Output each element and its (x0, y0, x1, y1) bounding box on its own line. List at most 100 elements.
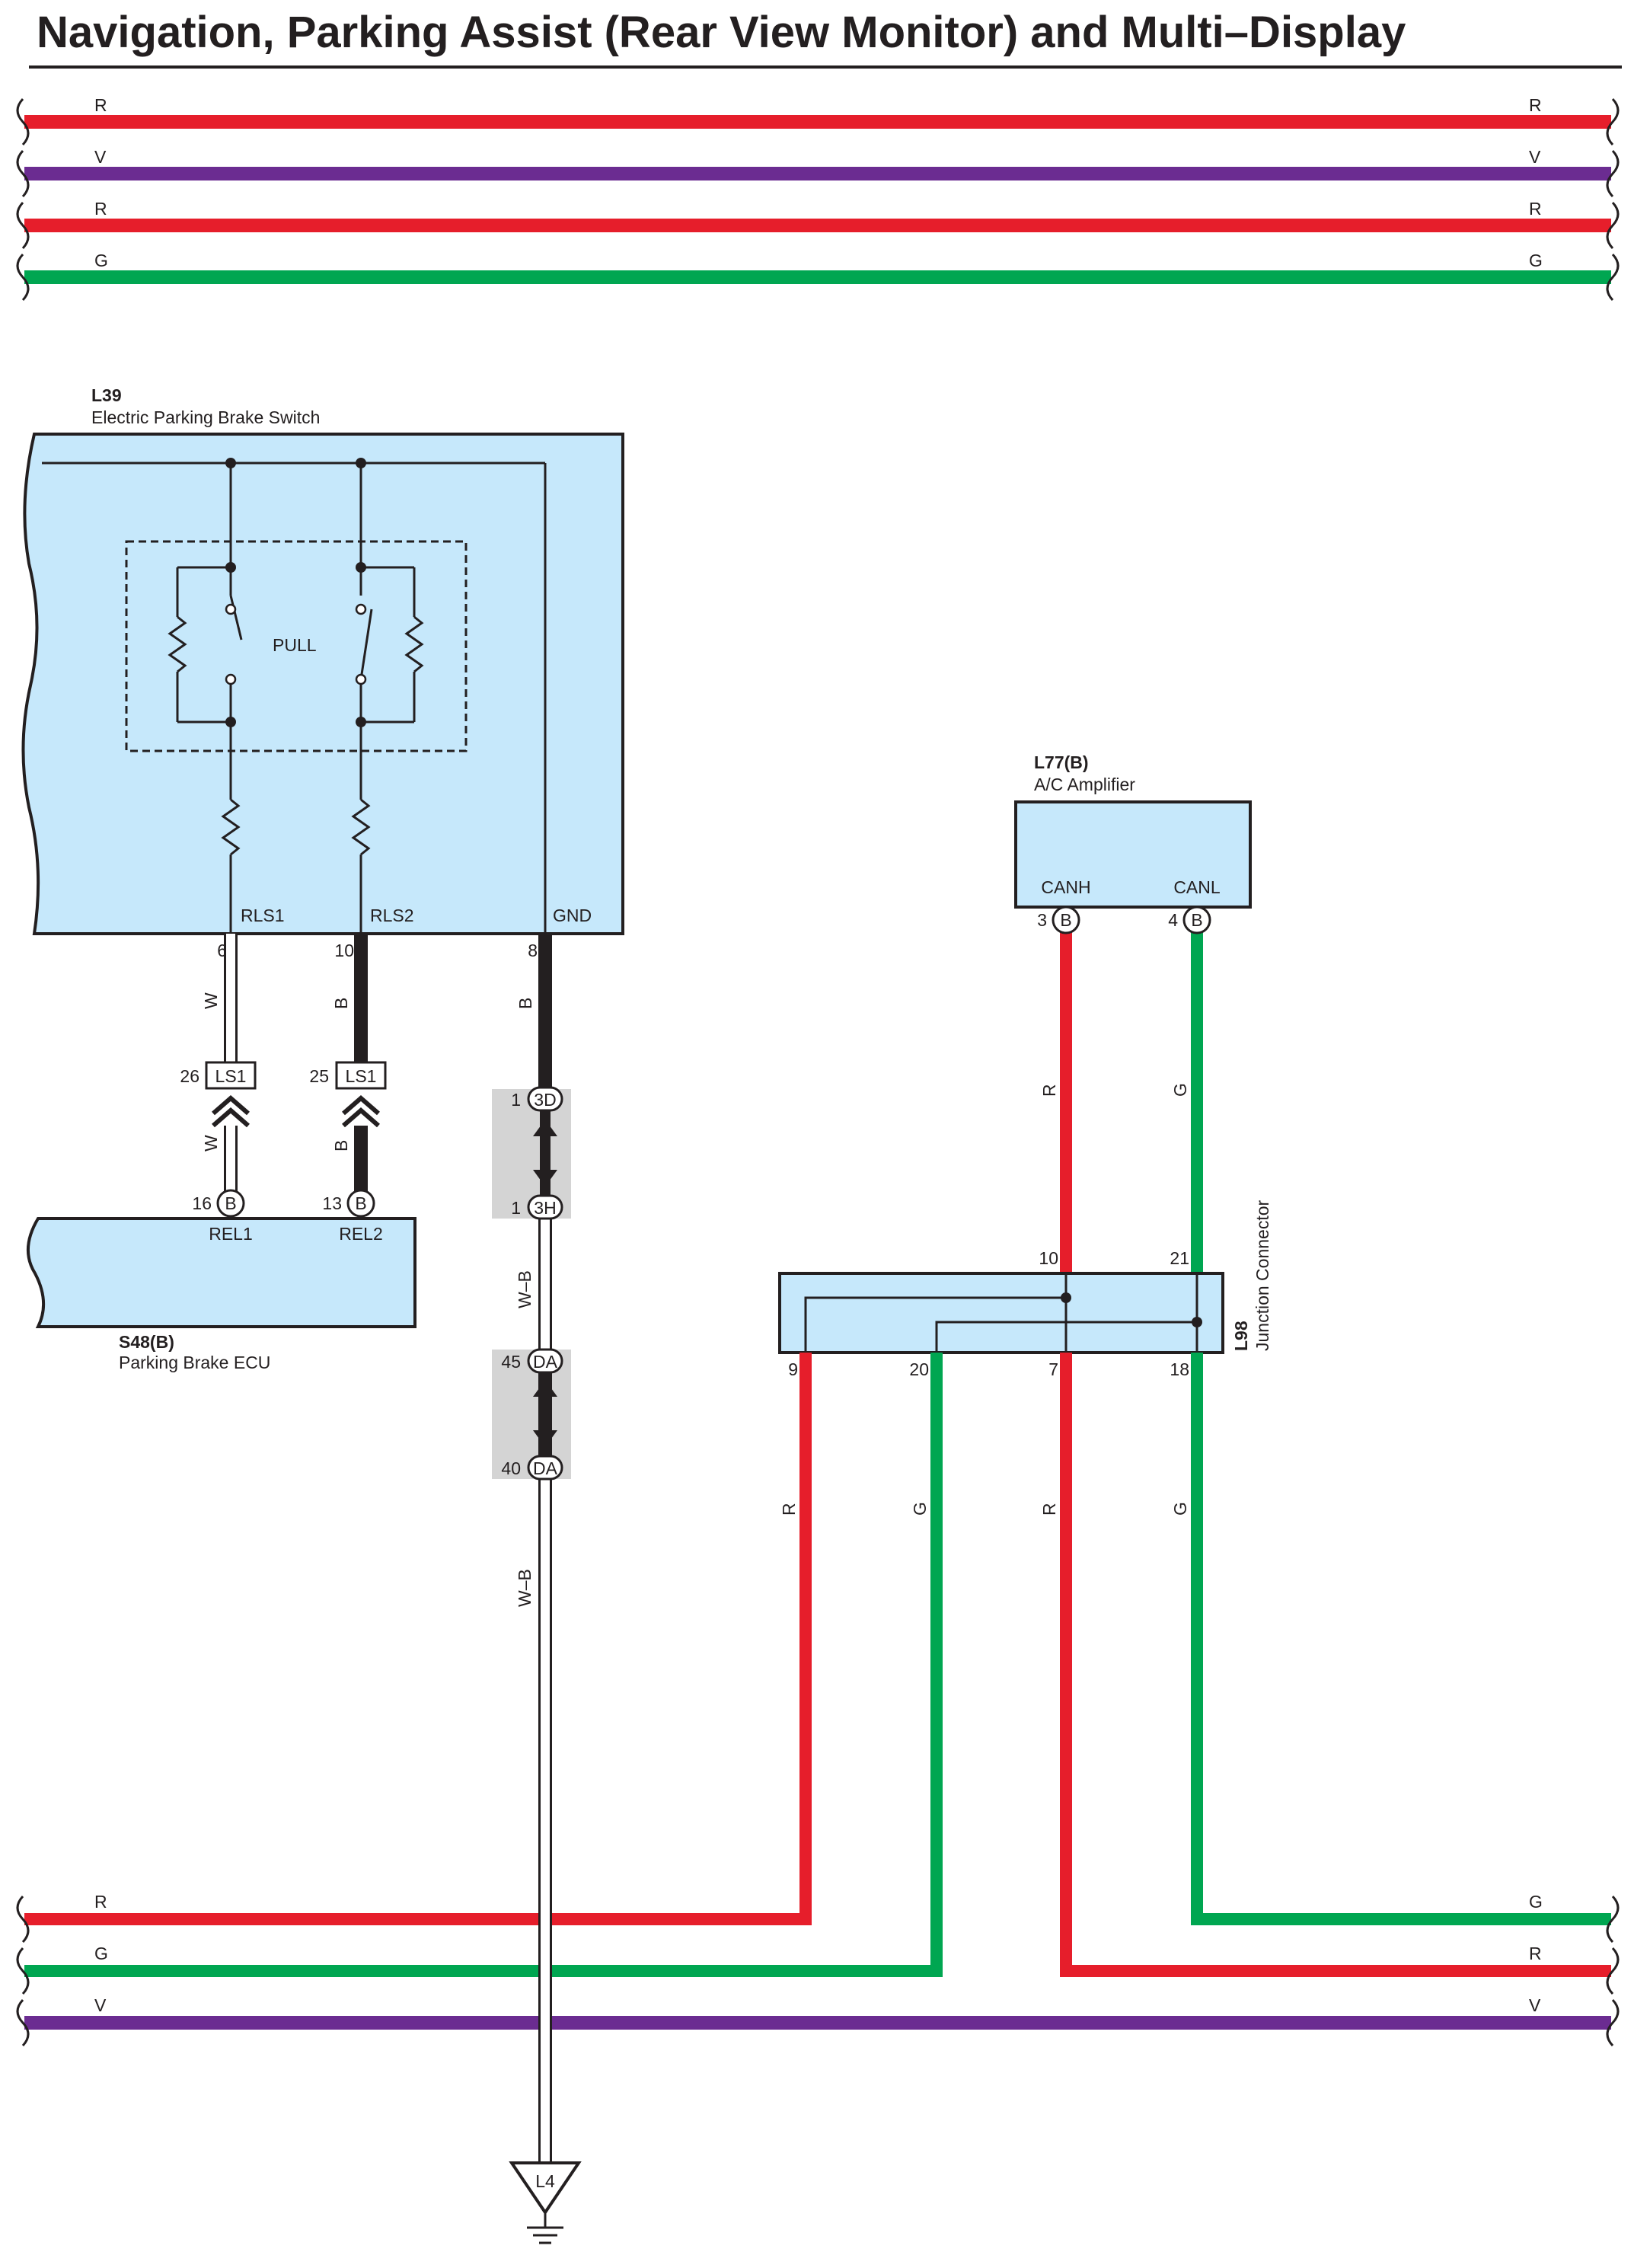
top-bus-wire-1-right-label: R (1529, 95, 1542, 115)
l77-connector-pins: B 3 B 4 (1037, 906, 1211, 934)
joint-3d-code: 3D (534, 1090, 556, 1110)
joint-da-top-pin: 45 (501, 1352, 521, 1372)
top-bus-wire-4-right-label: G (1529, 251, 1543, 270)
bottom-bus-right-bracket (1606, 1895, 1620, 2047)
l77-ac-amplifier: L77(B) A/C Amplifier CANH CANL (1014, 752, 1252, 909)
l98-pin-7: 7 (1048, 1359, 1058, 1379)
ls1-connector-26: LS1 26 W (180, 1061, 257, 1196)
l39-contact-circles (225, 603, 367, 685)
joint-3h-pin: 1 (511, 1198, 521, 1218)
joint-3h-code: 3H (534, 1198, 556, 1218)
top-bus-wire-3-left-label: R (94, 199, 107, 219)
l77-name: A/C Amplifier (1034, 775, 1135, 794)
joint-da-bottom-code: DA (533, 1458, 558, 1478)
gnd-wire-color: B (515, 998, 535, 1009)
l98-name: Junction Connector (1253, 1199, 1272, 1351)
s48-connector-b-2: B (355, 1193, 366, 1213)
l98-wire-18: G (1170, 1353, 1611, 1925)
ground-code: L4 (535, 2171, 555, 2191)
s48-name: Parking Brake ECU (119, 1353, 270, 1372)
l39-name: Electric Parking Brake Switch (91, 407, 320, 427)
rls2-wire-color: B (331, 998, 351, 1009)
top-bus-wire-4: G G (24, 251, 1611, 284)
l98-pin-10: 10 (1039, 1248, 1058, 1268)
l98-wire-7: R (1039, 1353, 1611, 1977)
l98-code: L98 (1231, 1321, 1251, 1351)
canh-wire: R (1039, 920, 1072, 1273)
s48-code: S48(B) (119, 1332, 174, 1352)
ground-wire-chain: W–B W–B 3D 1 3H 1 DA 45 DA 40 L4 (492, 1086, 582, 2244)
top-bus-wire-3: R R (24, 199, 1611, 232)
joint-3d-pin: 1 (511, 1090, 521, 1110)
l98-wire-9-color: R (779, 1503, 799, 1516)
l39-terminal-rls2: RLS2 (370, 906, 414, 925)
ground-symbol-l4: L4 (509, 2161, 582, 2244)
s48-pin-16: 16 (192, 1193, 212, 1213)
bottom-bus-wire-3-left-label: V (94, 1995, 107, 2015)
ground-wire-color-1: W–B (515, 1270, 535, 1308)
ls1-lower-wire-color-1: W (201, 1135, 221, 1152)
l98-wire-20: G (24, 1353, 943, 1977)
rls1-wire: 6 W (201, 934, 238, 1062)
bottom-bus-left-bracket (16, 1895, 30, 2047)
top-bus-wire-1-left-label: R (94, 95, 107, 115)
l98-internal-wiring (804, 1273, 1198, 1353)
l39-pin-10: 10 (334, 941, 354, 960)
gnd-wire-upper: 8 B (515, 934, 552, 1091)
l98-pin-9: 9 (788, 1359, 798, 1379)
s48-terminal-rel1: REL1 (209, 1224, 253, 1244)
s48-terminal-rel2: REL2 (339, 1224, 383, 1244)
l39-terminal-gnd: GND (553, 906, 592, 925)
ls1-lower-wire-color-2: B (331, 1140, 351, 1152)
l98-wire-7-color: R (1039, 1503, 1059, 1516)
ls1-code-2: LS1 (346, 1066, 377, 1086)
joint-da-top-code: DA (533, 1352, 558, 1372)
top-bus-wire-3-right-label: R (1529, 199, 1542, 219)
top-bus-wire-2-left-label: V (94, 147, 107, 167)
l39-switch-label: PULL (273, 635, 317, 655)
s48-box (26, 1217, 416, 1328)
top-bus: R R V V R R G G (16, 95, 1620, 302)
canl-wire-color: G (1170, 1083, 1190, 1097)
l98-wire-20-color: G (910, 1502, 930, 1516)
rls1-wire-color: W (201, 992, 221, 1009)
l98-pin-21: 21 (1170, 1248, 1189, 1268)
page-title: Navigation, Parking Assist (Rear View Mo… (37, 8, 1406, 57)
top-bus-left-bracket (16, 97, 30, 302)
canl-wire: G (1170, 920, 1203, 1273)
ls1-code-1: LS1 (215, 1066, 247, 1086)
l77-connector-b-1: B (1060, 910, 1071, 930)
bottom-bus: R G G R V V (16, 1892, 1620, 2047)
l98-wire-18-color: G (1170, 1502, 1190, 1516)
top-bus-right-bracket (1606, 97, 1620, 302)
s48-parking-brake-ecu: B B 16 13 REL1 REL2 S48(B) Parking Brake… (26, 1189, 416, 1372)
l39-electric-parking-brake-switch: L39 Electric Parking Brake Switch (21, 385, 624, 935)
ls1-pin-25: 25 (309, 1066, 329, 1086)
rls2-wire: 10 B (331, 934, 368, 1062)
l77-pin-4: 4 (1168, 910, 1178, 930)
l77-box (1014, 800, 1252, 909)
bottom-bus-wire-1-right-label: G (1529, 1892, 1543, 1912)
l98-pin-18: 18 (1170, 1359, 1189, 1379)
ls1-pin-26: 26 (180, 1066, 199, 1086)
bottom-bus-wire-3-right-label: V (1529, 1995, 1541, 2015)
top-bus-wire-2-right-label: V (1529, 147, 1541, 167)
top-bus-wire-4-left-label: G (94, 251, 108, 270)
l98-box (778, 1272, 1224, 1354)
l39-pin-8: 8 (528, 941, 538, 960)
bottom-bus-wire-2-right-label: R (1529, 1944, 1542, 1963)
bottom-bus-wire-1-left-label: R (94, 1892, 107, 1912)
top-bus-wire-1: R R (24, 95, 1611, 129)
l77-code: L77(B) (1034, 752, 1089, 772)
l77-terminal-canl: CANL (1173, 877, 1221, 897)
s48-pin-13: 13 (322, 1193, 342, 1213)
ground-wire-color-2: W–B (515, 1569, 535, 1607)
l98-pin-20: 20 (909, 1359, 929, 1379)
l98-junction-connector: 10 21 9 20 7 18 L98 Junction Connector (778, 1199, 1272, 1379)
canh-wire-color: R (1039, 1084, 1059, 1097)
l39-junction-dots (225, 458, 366, 727)
s48-connector-pins: B B 16 13 (192, 1189, 375, 1218)
joint-da-bottom-pin: 40 (501, 1458, 521, 1478)
l39-pin-6: 6 (217, 941, 227, 960)
l39-terminal-rls1: RLS1 (241, 906, 285, 925)
